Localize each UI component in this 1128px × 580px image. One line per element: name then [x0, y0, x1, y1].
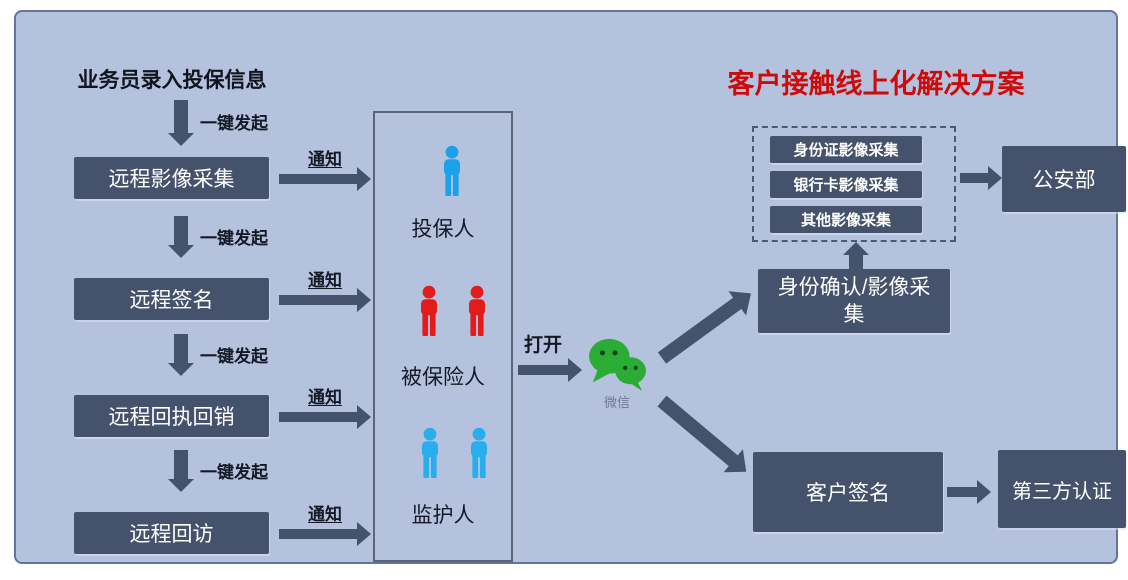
down-arrow-1 [168, 100, 194, 146]
open-label: 打开 [524, 335, 563, 356]
third-party-arrow [947, 480, 991, 504]
launch-label-1: 一键发起 [200, 114, 268, 133]
notify-label-2: 通知 [308, 271, 342, 290]
notify-label-3: 通知 [308, 388, 342, 407]
person-icon-guardian-2 [470, 427, 488, 479]
left-flow-header: 业务员录入投保信息 [77, 69, 267, 92]
third-party-box: 第三方认证 [998, 450, 1126, 528]
step-box-receipt: 远程回执回销 [74, 395, 269, 437]
wechat-icon [589, 338, 646, 392]
notify-arrow-4 [279, 522, 371, 546]
role-label-applicant: 投保人 [411, 218, 475, 241]
notify-label-1: 通知 [308, 150, 342, 169]
step-box-remote-sign: 远程签名 [74, 278, 269, 320]
capture-box-idcard: 身份证影像采集 [770, 136, 922, 163]
police-box: 公安部 [1002, 146, 1126, 212]
capture-box-bankcard: 银行卡影像采集 [770, 171, 922, 198]
launch-label-2: 一键发起 [200, 229, 268, 248]
police-arrow [960, 166, 1002, 190]
down-arrow-3 [168, 334, 194, 376]
capture-box-other: 其他影像采集 [770, 206, 922, 233]
launch-label-4: 一键发起 [200, 463, 268, 482]
customer-sign-box: 客户签名 [753, 452, 943, 532]
down-arrow-2 [168, 216, 194, 258]
identity-box: 身份确认/影像采集 [758, 269, 950, 333]
open-arrow [518, 358, 582, 382]
notify-arrow-2 [279, 288, 371, 312]
diagram-title: 客户接触线上化解决方案 [727, 69, 1025, 99]
launch-label-3: 一键发起 [200, 347, 268, 366]
diagonal-arrow-down [652, 390, 756, 484]
role-label-insured: 被保险人 [401, 366, 485, 389]
person-icon-insured-1 [420, 285, 438, 337]
diagram-panel: 业务员录入投保信息 一键发起 远程影像采集 通知 一键发起 远程签名 通知 一键… [14, 10, 1126, 564]
notify-label-4: 通知 [308, 505, 342, 524]
role-label-guardian: 监护人 [411, 504, 475, 527]
notify-arrow-1 [279, 167, 371, 191]
person-icon-guardian-1 [421, 427, 439, 479]
down-arrow-4 [168, 450, 194, 492]
capture-group-box [752, 126, 956, 242]
step-box-remote-image: 远程影像采集 [74, 157, 269, 199]
person-icon-applicant [443, 145, 461, 197]
identity-up-arrow [843, 242, 869, 269]
diagonal-arrow-up [653, 281, 760, 370]
notify-arrow-3 [279, 405, 371, 429]
person-icon-insured-2 [468, 285, 486, 337]
roles-panel: 投保人 被保险人 [373, 111, 513, 562]
step-box-callback: 远程回访 [74, 512, 269, 554]
wechat-label: 微信 [603, 395, 630, 410]
